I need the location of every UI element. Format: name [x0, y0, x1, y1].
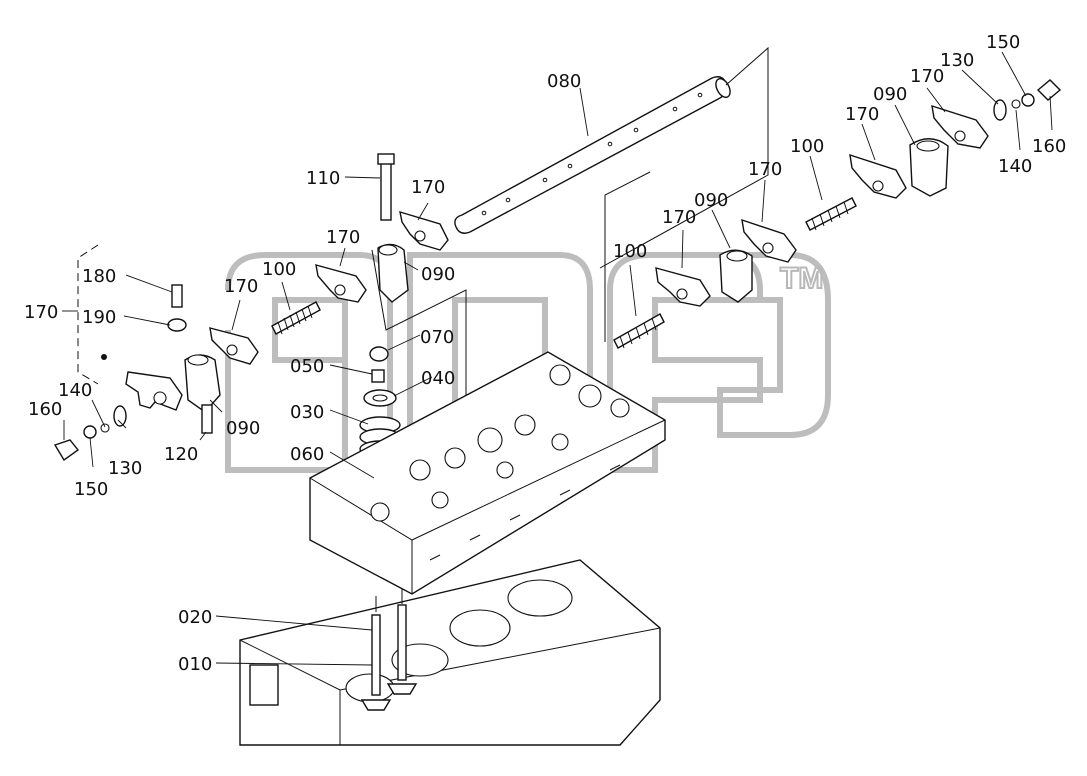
callout-170-far-right: 170: [845, 104, 879, 125]
callout-090-far-right: 090: [873, 84, 907, 105]
callout-140-left: 140: [58, 380, 92, 401]
callout-150-right: 150: [986, 32, 1020, 53]
callout-150-left: 150: [74, 479, 108, 500]
callout-170-bracket: 170: [24, 302, 58, 323]
callout-010-upper: 020: [178, 607, 212, 628]
callout-090-right: 090: [694, 190, 728, 211]
callout-100-right: 100: [613, 241, 647, 262]
callout-090-center: 090: [421, 264, 455, 285]
callout-100-left: 100: [262, 259, 296, 280]
callout-170-top-right: 170: [910, 66, 944, 87]
callout-180: 180: [82, 266, 116, 287]
callout-060: 060: [290, 444, 324, 465]
callout-010: 010: [178, 654, 212, 675]
callout-120: 120: [164, 444, 198, 465]
callout-090-left: 090: [226, 418, 260, 439]
callout-170-right: 170: [662, 207, 696, 228]
callout-110: 110: [306, 168, 340, 189]
assembly-bracket-170: [62, 244, 99, 385]
rocker-arm-group-right: [604, 79, 1062, 349]
callout-040: 040: [421, 368, 455, 389]
callout-160-right: 160: [1032, 136, 1066, 157]
callout-170-left: 170: [224, 276, 258, 297]
callout-030: 030: [290, 402, 324, 423]
callout-050: 050: [290, 356, 324, 377]
rocker-shaft-080: [454, 46, 769, 269]
valves: [360, 588, 418, 711]
callout-100-far-right: 100: [790, 136, 824, 157]
callout-labels: 020 010 030 040 050 060 070 080 090 090 …: [24, 32, 1066, 675]
callout-170-center: 170: [411, 177, 445, 198]
callout-080: 080: [547, 71, 581, 92]
rocker-arm-group-left: [53, 264, 367, 462]
cylinder-head: [309, 351, 666, 595]
callout-070: 070: [420, 327, 454, 348]
callout-160-left: 160: [28, 399, 62, 420]
cylinder-block: [239, 559, 661, 746]
callout-130-left: 130: [108, 458, 142, 479]
callout-190: 190: [82, 307, 116, 328]
callout-170-right-upper: 170: [748, 159, 782, 180]
callout-140-right: 140: [998, 156, 1032, 177]
leader-lines: [63, 51, 1053, 666]
callout-170-center-left: 170: [326, 227, 360, 248]
trademark-mark: TM: [780, 262, 823, 295]
callout-130-right: 130: [940, 50, 974, 71]
rocker-arm-group-center: [371, 153, 467, 460]
